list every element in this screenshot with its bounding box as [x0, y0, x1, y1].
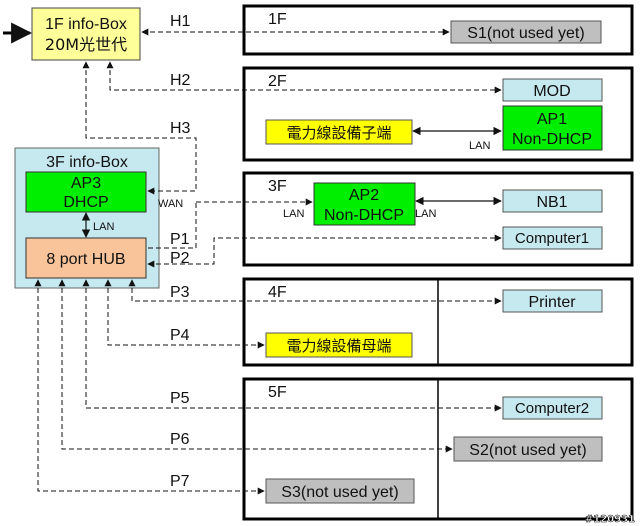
- ap1-line2: Non-DHCP: [512, 131, 592, 148]
- ap2-line1: AP2: [349, 187, 379, 204]
- computer1-box: [502, 226, 603, 250]
- plc-child-box: [265, 119, 413, 145]
- mod-box: [502, 78, 603, 102]
- ap1-lan-label: LAN: [469, 140, 490, 152]
- hub-box: [25, 237, 147, 279]
- link-p7: [34, 279, 265, 495]
- printer-label: Printer: [528, 294, 576, 311]
- nb1-label: NB1: [536, 194, 567, 211]
- link-wan-label: WAN: [158, 198, 183, 210]
- computer2-box: [502, 396, 603, 420]
- s1-box: [450, 20, 602, 44]
- link-p7-label: P7: [170, 473, 190, 490]
- s1-label: S1(not used yet): [467, 25, 584, 42]
- printer-box: [502, 289, 603, 313]
- infobox-3f-title: 3F info-Box: [46, 154, 128, 171]
- ap2-lan-right-label: LAN: [415, 208, 436, 220]
- computer2-label: Computer2: [515, 400, 589, 417]
- s3-box: [265, 478, 415, 504]
- link-h3-label: H3: [170, 120, 191, 137]
- floor-5f-label: 5F: [268, 384, 287, 401]
- floor-1f-label: 1F: [268, 11, 287, 28]
- floor-3f-label: 3F: [268, 178, 287, 195]
- link-p6-label: P6: [170, 431, 190, 448]
- s2-box: [453, 436, 603, 462]
- floor-2f-label: 2F: [268, 73, 287, 90]
- mod-label: MOD: [533, 83, 570, 100]
- plc-child-label: 電力線設備子端: [286, 124, 391, 142]
- ap2-box: [313, 182, 416, 226]
- ap3-hub-lan-label: LAN: [93, 221, 114, 233]
- plc-parent-label: 電力線設備母端: [286, 337, 391, 355]
- link-p2-label: P2: [170, 250, 190, 267]
- computer1-label: Computer1: [515, 230, 589, 247]
- link-p4-label: P4: [170, 327, 190, 344]
- ap1-line1: AP1: [537, 111, 567, 128]
- link-h2-label: H2: [170, 72, 191, 89]
- link-h1-label: H1: [170, 13, 191, 30]
- s3-label: S3(not used yet): [281, 484, 398, 501]
- link-p2: [147, 234, 502, 268]
- ap2-line2: Non-DHCP: [324, 207, 404, 224]
- ap2-lan-left-label: LAN: [283, 208, 304, 220]
- ap3-line1: AP3: [71, 175, 101, 192]
- watermark: #120931: [585, 514, 635, 525]
- ap3-line2: DHCP: [63, 194, 108, 211]
- nb1-box: [502, 189, 603, 213]
- link-h3: [82, 61, 197, 195]
- link-p1-label: P1: [170, 231, 190, 248]
- floor-4f-label: 4F: [268, 284, 287, 301]
- link-p5-label: P5: [170, 390, 190, 407]
- infobox-1f-line2: 20M光世代: [45, 35, 127, 54]
- ap1-box: [502, 105, 603, 151]
- s2-label: S2(not used yet): [469, 442, 586, 459]
- hub-label: 8 port HUB: [46, 251, 125, 268]
- infobox-1f-line1: 1F info-Box: [45, 16, 127, 33]
- link-p3-label: P3: [170, 284, 190, 301]
